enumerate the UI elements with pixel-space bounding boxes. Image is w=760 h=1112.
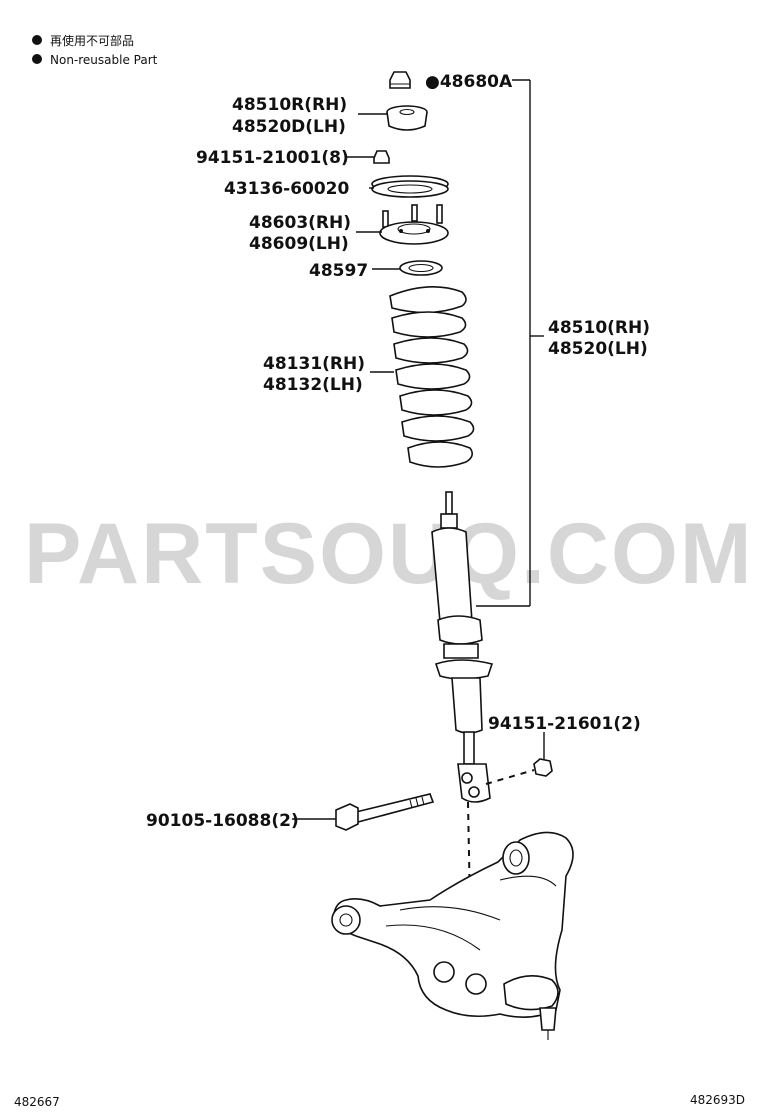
legend-english: Non-reusable Part	[50, 53, 158, 67]
label-48520: 48520(LH)	[548, 339, 648, 359]
watermark: PARTSOUQ.COM	[24, 506, 754, 602]
label-48510R: 48510R(RH)	[232, 95, 347, 115]
lower-arm-drawing	[331, 831, 574, 1040]
label-48520D: 48520D(LH)	[232, 117, 346, 137]
label-43136-60020: 43136-60020	[224, 179, 350, 199]
shock-absorber-drawing	[431, 491, 494, 803]
label-48510: 48510(RH)	[548, 318, 650, 338]
strut-support-drawing	[379, 204, 449, 245]
insulator-43136-drawing	[371, 175, 449, 198]
footer-left-code: 482667	[14, 1095, 60, 1109]
alignment-dash	[485, 769, 535, 785]
legend: 再使用不可部品 Non-reusable Part	[32, 33, 158, 67]
legend-japanese: 再使用不可部品	[50, 33, 134, 48]
footer-right-code: 482693D	[690, 1093, 745, 1107]
label-94151-21601: 94151-21601(2)	[488, 714, 641, 734]
label-48131: 48131(RH)	[263, 354, 365, 374]
coil-spring-drawing	[389, 286, 475, 468]
legend-bullet-icon	[32, 54, 42, 64]
leader-lines	[292, 79, 545, 820]
upper-cushion-drawing	[386, 105, 428, 131]
label-48680A: ●48680A	[425, 72, 513, 92]
legend-bullet-icon	[32, 35, 42, 45]
label-48132: 48132(LH)	[263, 375, 363, 395]
label-48603: 48603(RH)	[249, 213, 351, 233]
label-48597: 48597	[309, 261, 368, 281]
label-94151-21001: 94151-21001(8)	[196, 148, 349, 168]
alignment-dash	[467, 801, 472, 959]
spring-seat-48597-drawing	[399, 260, 443, 276]
nut-48680A-drawing	[389, 71, 411, 89]
label-48609: 48609(LH)	[249, 234, 349, 254]
label-90105-16088: 90105-16088(2)	[146, 811, 299, 831]
bolt-90105-drawing	[335, 793, 435, 831]
nut-94151-21001-drawing	[373, 150, 390, 164]
nut-94151-21601-drawing	[533, 758, 553, 777]
